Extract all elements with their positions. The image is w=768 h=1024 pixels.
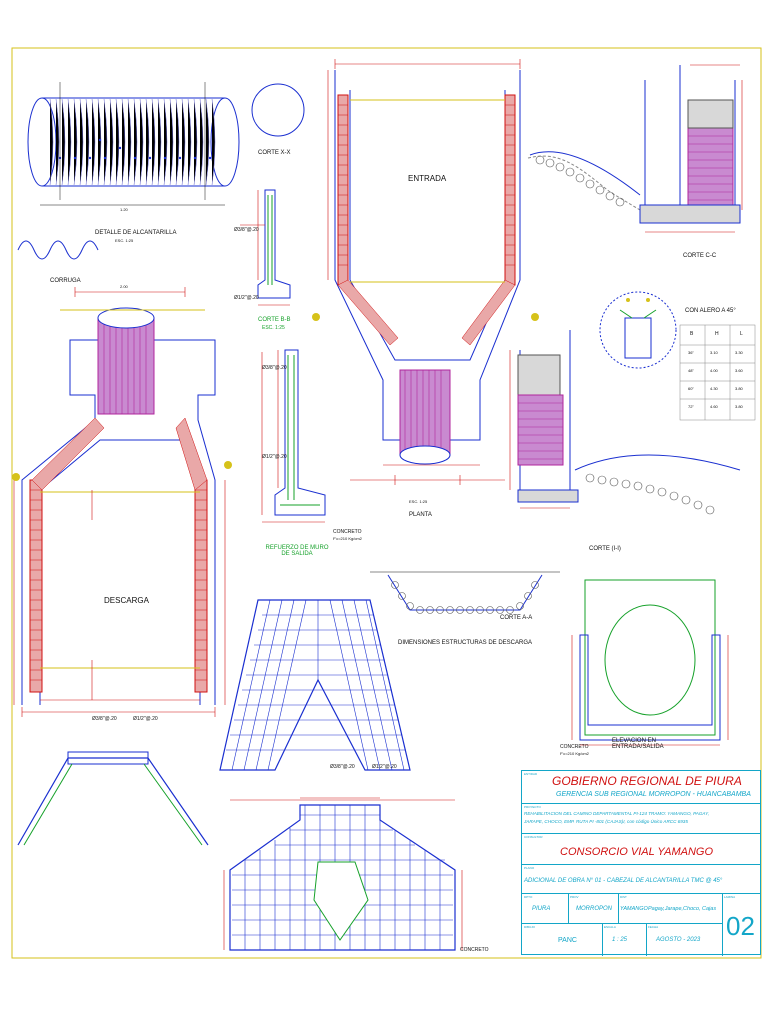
- dimension-label-2: 1.20: [120, 207, 128, 212]
- alero-header-b: B: [690, 331, 694, 337]
- label-corruga: CORRUGA: [50, 278, 81, 284]
- caption-plano: PLANO: [524, 866, 535, 870]
- caption-entidad: ENTIDAD: [524, 772, 538, 776]
- alero-cell: 48": [688, 368, 694, 373]
- wall-sections: [240, 189, 326, 523]
- label-corte-ii: CORTE (I-I): [589, 546, 621, 552]
- rebar-label-4: Ø1/2"@.20: [262, 454, 287, 460]
- label-refuerzo-muro: REFUERZO DE MURO DE SALIDA: [265, 545, 329, 557]
- alero-cell: 3.80: [735, 386, 743, 391]
- label-corte-xx: CORTE X-X: [258, 150, 291, 156]
- rebar-label-7: Ø3/8"@.20: [330, 764, 355, 770]
- rebar-mesh-headwall: [223, 797, 463, 951]
- rebar-label-5: Ø3/8"@.20: [92, 716, 117, 722]
- rebar-mesh-wings: [17, 751, 209, 846]
- entidad-name: GOBIERNO REGIONAL DE PIURA: [552, 774, 742, 788]
- caption-dist: DIST: [620, 895, 627, 899]
- caption-escala: ESCALA: [604, 925, 616, 929]
- circle-detail: [599, 291, 677, 369]
- alero-cell: 4.00: [710, 368, 718, 373]
- corte-bb: [509, 330, 741, 515]
- caption-proyecto: PROYECTO: [524, 805, 541, 809]
- alero-cell: 4.30: [710, 386, 718, 391]
- title-block: ENTIDAD GOBIERNO REGIONAL DE PIURA GEREN…: [521, 770, 761, 956]
- fecha-value: AGOSTO - 2023: [656, 937, 701, 943]
- alero-cell: 3.10: [710, 350, 718, 355]
- label-detalle-alcantarilla: DETALLE DE ALCANTARILLA: [95, 230, 177, 236]
- alero-table-grid: [679, 324, 756, 421]
- rebar-label-6: Ø1/2"@.20: [133, 716, 158, 722]
- rebar-label-1: Ø3/8"@.20: [234, 227, 259, 233]
- label-entrada: ENTRADA: [408, 174, 447, 183]
- prov-value: MORROPON: [576, 906, 612, 912]
- label-corte-bb-left: CORTE B-B: [258, 317, 291, 323]
- label-concreto-1: CONCRETO: [333, 529, 362, 535]
- caption-dibujo: DIBUJO: [524, 925, 536, 929]
- elevacion: [571, 579, 729, 746]
- alero-cell: 36": [688, 350, 694, 355]
- plano-name: ADICIONAL DE OBRA N° 01 - CABEZAL DE ALC…: [524, 878, 723, 884]
- dpto-value: PIURA: [532, 906, 551, 912]
- dist-value: YAMANGO: [620, 906, 648, 912]
- caption-dpto: DPTO: [524, 895, 533, 899]
- label-descarga: DESCARGA: [104, 596, 149, 605]
- alero-cell: 3.80: [735, 404, 743, 409]
- alero-cell: 3.60: [735, 368, 743, 373]
- escala-value: 1 : 25: [612, 937, 628, 943]
- rebar-mesh-trapezoid: [219, 599, 411, 771]
- rebar-label-3: Ø3/8"@.20: [262, 365, 287, 371]
- entrada-plan: [312, 59, 539, 485]
- corte-cc: [527, 64, 743, 233]
- caption-lamina: LAMINA: [724, 895, 736, 899]
- label-corte-cc: CORTE C-C: [683, 253, 717, 259]
- label-esc-planta: ESC. 1:25: [409, 499, 428, 504]
- proyecto-line-2: JARAPE, CHOCO, EMP. RUTA PI -801 (CAJAS)…: [524, 819, 688, 824]
- label-concreto-2: CONCRETO: [560, 744, 589, 750]
- rebar-label-8: Ø1/2"@.20: [372, 764, 397, 770]
- alero-header-h: H: [715, 331, 719, 337]
- alero-header-l: L: [740, 331, 743, 337]
- label-esc-bb: ESC. 1:25: [262, 325, 285, 331]
- dibujo-value: PANC: [558, 937, 577, 944]
- label-esc-1: ESC. 1:25: [115, 238, 134, 243]
- lamina-number: 02: [726, 911, 755, 941]
- label-corte-aa: CORTE A-A: [500, 615, 533, 621]
- sheet-border: [11, 47, 762, 959]
- alero-cell: 72": [688, 404, 694, 409]
- alero-cell: 4.60: [710, 404, 718, 409]
- descarga-plan: [12, 287, 232, 717]
- label-elevacion: ELEVACION EN ENTRADA/SALIDA: [612, 738, 664, 750]
- alero-cell: 60": [688, 386, 694, 391]
- lugar-value: Pagay,Jarape,Choco, Cajas: [648, 906, 717, 912]
- alero-cell: 3.30: [735, 350, 743, 355]
- label-fc-1: F'c=210 Kg/cm2: [333, 536, 362, 541]
- corte-aa: [370, 571, 560, 614]
- caption-consultor: CONSULTOR: [524, 835, 543, 839]
- dimension-label-1: 2.00: [120, 284, 128, 289]
- label-dimensiones: DIMENSIONES ESTRUCTURAS DE DESCARGA: [398, 640, 533, 646]
- caption-fecha: FECHA: [648, 925, 659, 929]
- consultor-name: CONSORCIO VIAL YAMANGO: [560, 846, 714, 858]
- label-fc-2: F'c=210 Kg/cm2: [560, 751, 589, 756]
- label-planta: PLANTA: [409, 512, 432, 518]
- caption-prov: PROV: [570, 895, 579, 899]
- rebar-label-2: Ø1/2"@.20: [234, 295, 259, 301]
- label-concreto-3: CONCRETO: [460, 947, 489, 953]
- pipe-detail: [17, 82, 305, 260]
- label-con-alero: CON ALERO A 45°: [685, 308, 736, 314]
- gerencia-name: GERENCIA SUB REGIONAL MORROPON - HUANCAB…: [556, 791, 751, 798]
- proyecto-line-1: REHABILITACION DEL CAMINO DEPARTAMENTAL …: [524, 811, 710, 816]
